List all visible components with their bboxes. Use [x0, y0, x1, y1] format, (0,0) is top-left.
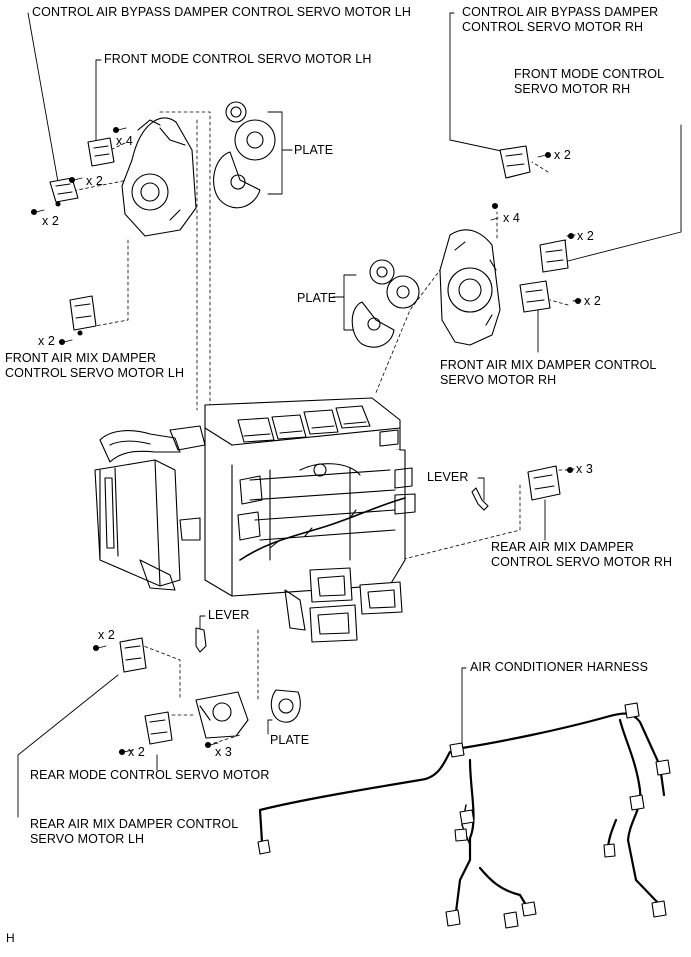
label-front-air-mix-servo-rh-line2: SERVO MOTOR RH: [440, 373, 557, 387]
label-plate-top: PLATE: [294, 143, 334, 157]
label-corner-code: H: [6, 931, 15, 945]
qty-housing-rh: x 4: [503, 211, 520, 225]
label-plate-middle: PLATE: [297, 291, 337, 305]
servo-front-air-mix-lh: [69, 295, 97, 336]
label-rear-air-mix-servo-rh-line1: REAR AIR MIX DAMPER: [491, 540, 634, 554]
label-bypass-servo-rh-line2: CONTROL SERVO MOTOR RH: [462, 20, 644, 34]
qty-rear-mode-a: x 2: [128, 745, 145, 759]
label-plate-bottom: PLATE: [270, 733, 310, 747]
qty-bypass-lh: x 2: [42, 214, 59, 228]
qty-front-air-mix-rh: x 2: [584, 294, 601, 308]
servo-bypass-rh: [499, 145, 531, 179]
qty-bypass-rh: x 2: [554, 148, 571, 162]
hvac-unit-assembly: [94, 397, 416, 643]
label-lever-right: LEVER: [427, 470, 469, 484]
label-front-air-mix-servo-lh-line2: CONTROL SERVO MOTOR LH: [5, 366, 185, 380]
label-rear-air-mix-servo-lh-line1: REAR AIR MIX DAMPER CONTROL: [30, 817, 239, 831]
servo-bypass-lh: [49, 177, 79, 207]
right-side-housing: [439, 229, 501, 346]
servo-rear-large: [195, 691, 249, 739]
plates-top: [213, 101, 276, 209]
left-side-housing: [121, 117, 197, 237]
ac-harness: [257, 702, 671, 929]
qty-front-mode-rh: x 2: [577, 229, 594, 243]
servo-rear-mode: [144, 711, 173, 745]
qty-rear-air-mix-lh: x 2: [98, 628, 115, 642]
servo-rear-air-mix-rh: [527, 465, 561, 501]
plate-bottom: [270, 689, 301, 723]
qty-rear-air-mix-rh: x 3: [576, 462, 593, 476]
plates-middle: [351, 259, 420, 348]
label-rear-air-mix-servo-rh-line2: CONTROL SERVO MOTOR RH: [491, 555, 673, 569]
servo-front-mode-rh: [539, 239, 569, 273]
qty-front-mode-lh-a: x 4: [116, 134, 133, 148]
label-front-mode-servo-lh: FRONT MODE CONTROL SERVO MOTOR LH: [104, 52, 372, 66]
qty-rear-mode-b: x 3: [215, 745, 232, 759]
label-ac-harness: AIR CONDITIONER HARNESS: [470, 660, 649, 674]
label-front-mode-servo-rh-line2: SERVO MOTOR RH: [514, 82, 631, 96]
lever-bottom: [195, 627, 207, 653]
label-lever-bottom: LEVER: [208, 608, 250, 622]
label-front-air-mix-servo-rh-line1: FRONT AIR MIX DAMPER CONTROL: [440, 358, 657, 372]
label-front-air-mix-servo-lh-line1: FRONT AIR MIX DAMPER: [5, 351, 157, 365]
label-front-mode-servo-rh-line1: FRONT MODE CONTROL: [514, 67, 665, 81]
lever-right: [471, 487, 489, 511]
qty-front-air-mix-lh: x 2: [38, 334, 55, 348]
label-rear-mode-servo: REAR MODE CONTROL SERVO MOTOR: [30, 768, 270, 782]
label-rear-air-mix-servo-lh-line2: SERVO MOTOR LH: [30, 832, 145, 846]
label-bypass-servo-rh-line1: CONTROL AIR BYPASS DAMPER: [462, 5, 659, 19]
leader-lines: [17, 12, 682, 818]
qty-front-mode-lh-b: x 2: [86, 174, 103, 188]
servo-rear-air-mix-lh: [119, 637, 147, 673]
servo-front-mode-lh: [87, 137, 115, 167]
screws: [30, 126, 582, 756]
servo-front-air-mix-rh: [519, 280, 551, 313]
label-bypass-servo-lh: CONTROL AIR BYPASS DAMPER CONTROL SERVO …: [32, 5, 411, 19]
